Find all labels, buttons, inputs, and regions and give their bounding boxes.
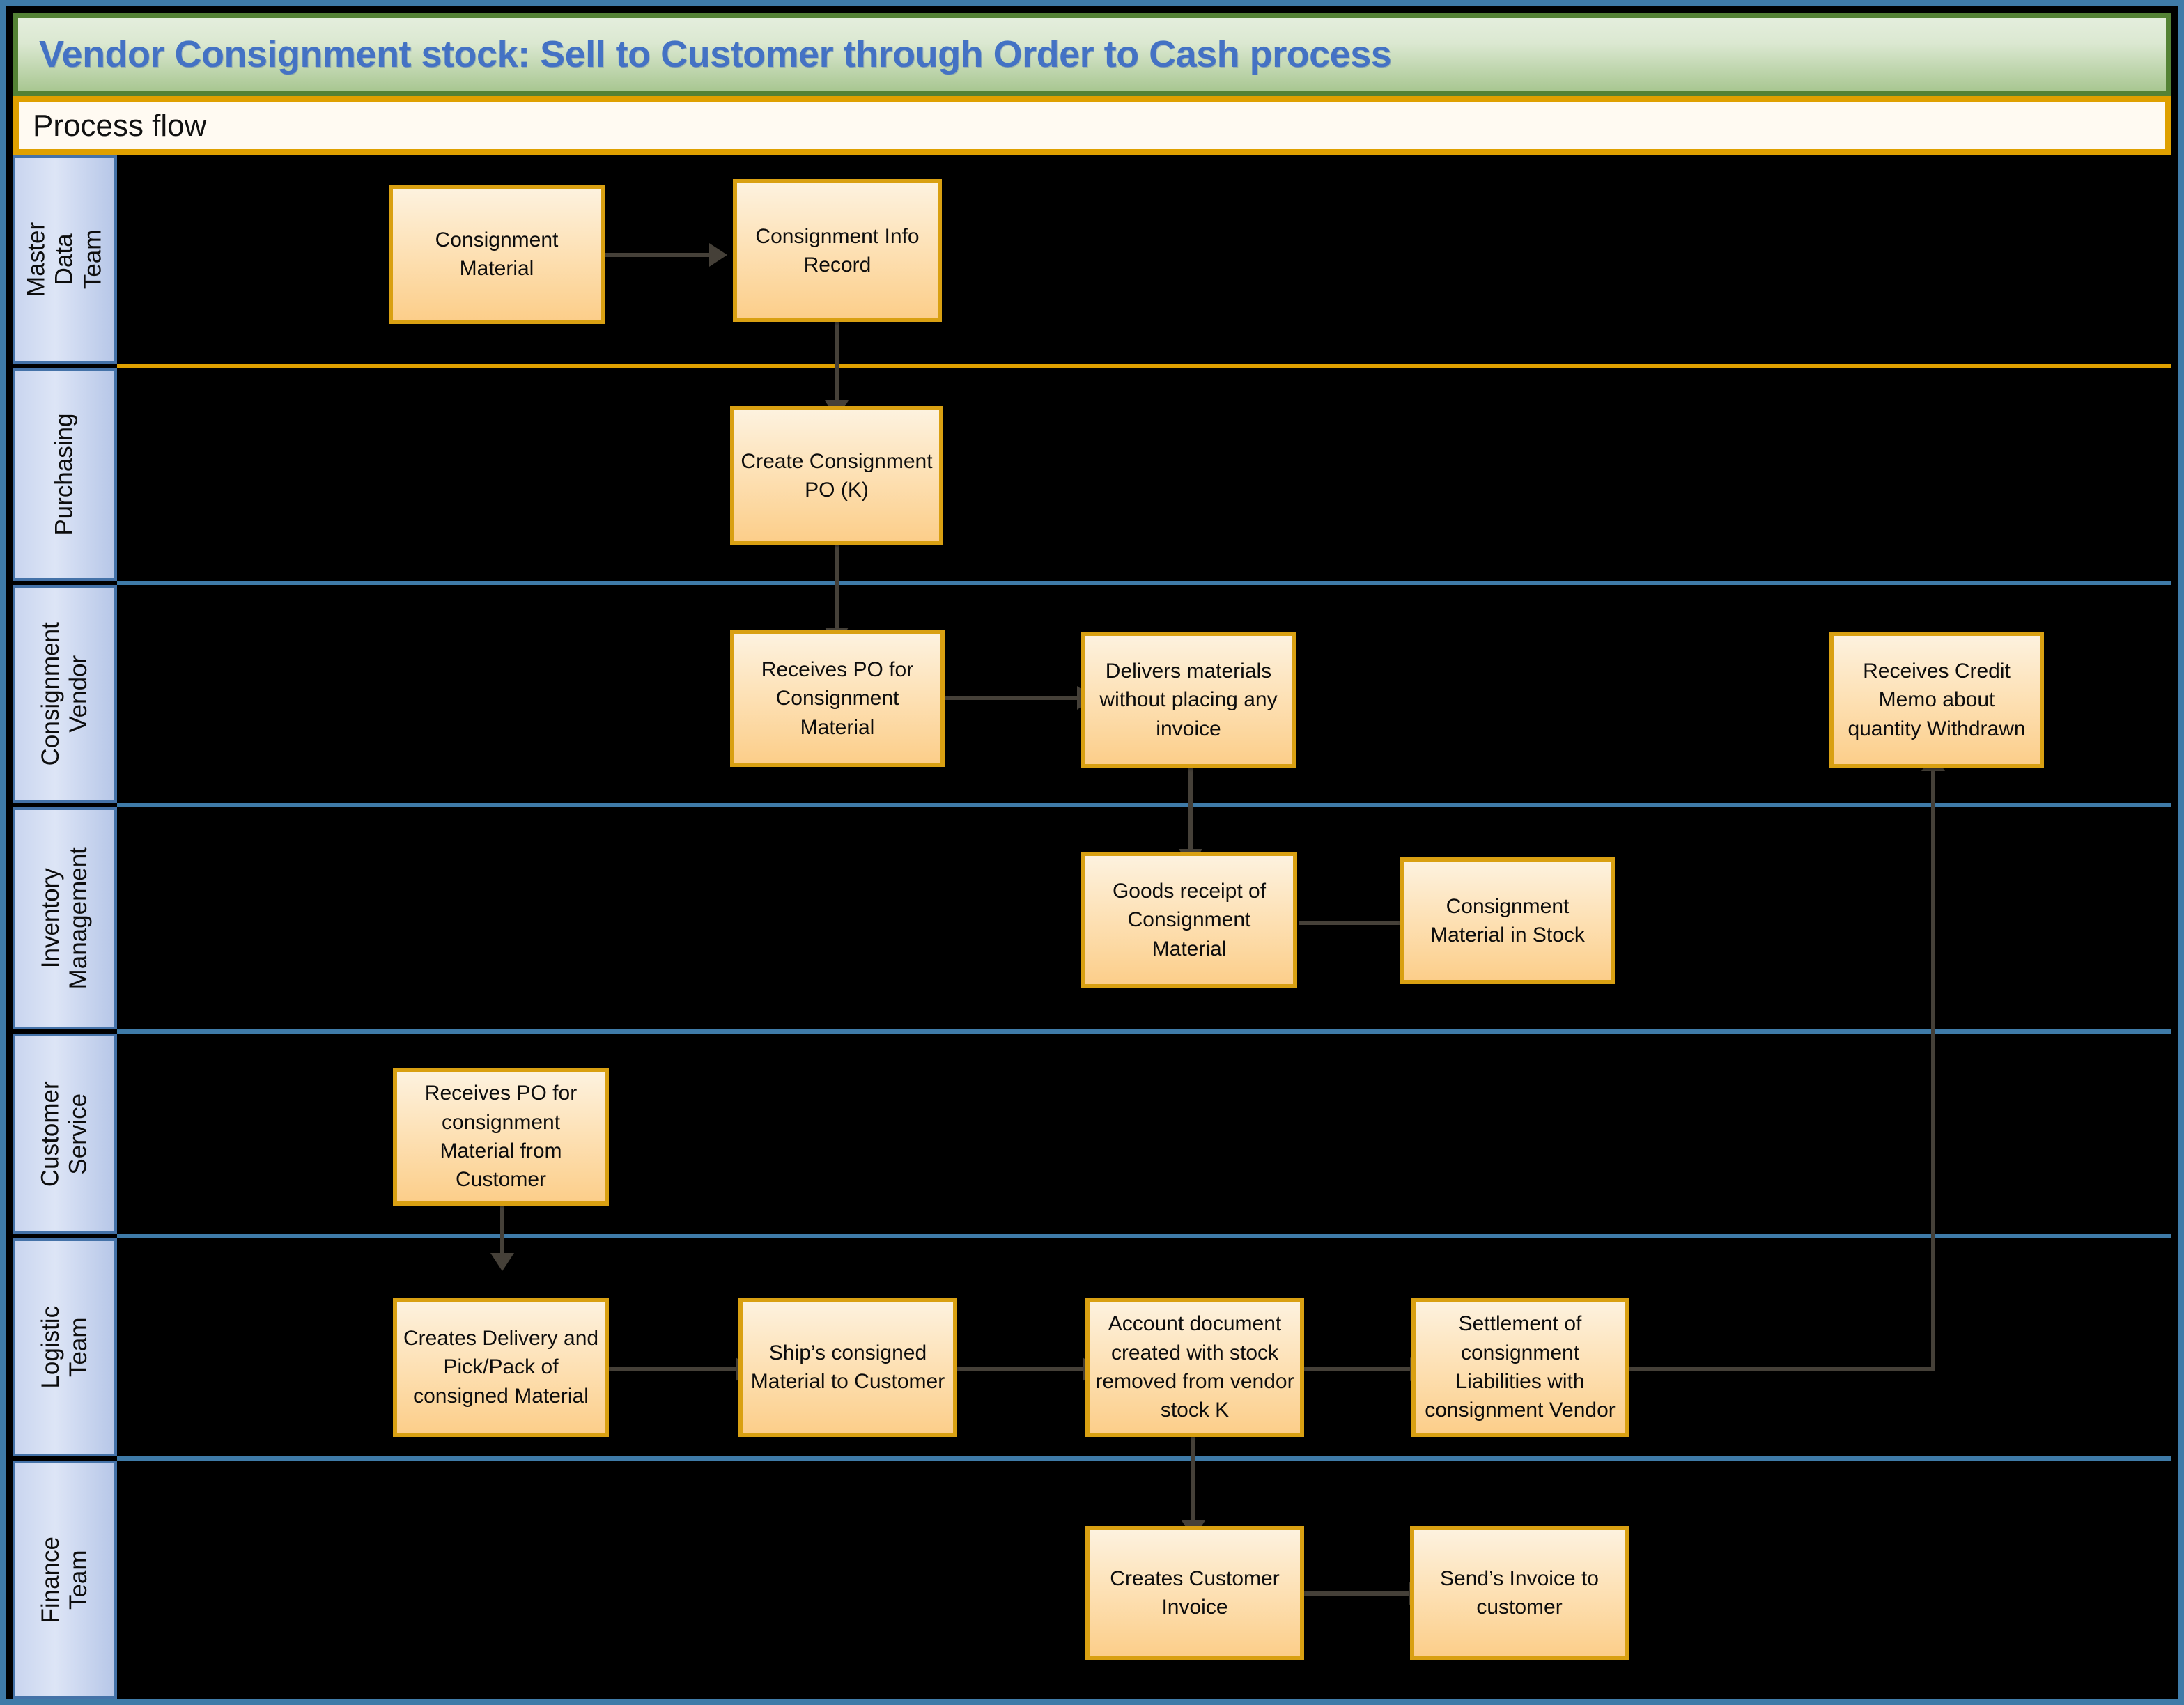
connector-accountdoc-to-settlement	[1304, 1367, 1413, 1371]
connector-delivery-to-ship	[609, 1367, 738, 1371]
lane-header-consignment-vendor: Consignment Vendor	[13, 585, 117, 803]
lane-label-logistic-team: Logistic Team	[36, 1306, 92, 1389]
connector-settlement-to-creditmemo-horizontal	[1629, 1367, 1935, 1371]
process-box-creates-customer-invoice[interactable]: Creates Customer Invoice	[1085, 1526, 1304, 1660]
lane-label-consignment-vendor: Consignment Vendor	[36, 622, 93, 766]
lane-separator-3	[117, 803, 2171, 807]
process-box-consignment-info-record[interactable]: Consignment Info Record	[733, 179, 942, 322]
process-box-label: Settlement of consignment Liabilities wi…	[1425, 1312, 1616, 1422]
process-box-label: Ship’s consigned Material to Customer	[750, 1341, 945, 1393]
connector-material-to-inforecord	[602, 253, 712, 257]
process-box-receives-po-from-customer[interactable]: Receives PO for consignment Material fro…	[393, 1068, 609, 1206]
process-box-account-document-created[interactable]: Account document created with stock remo…	[1085, 1298, 1304, 1437]
process-box-material-in-stock[interactable]: Consignment Material in Stock	[1400, 857, 1615, 984]
process-box-label: Consignment Material	[435, 228, 559, 280]
lane-label-inventory-management: Inventory Management	[36, 847, 93, 990]
lane-label-master-data-team: Master Data Team	[22, 222, 107, 297]
connector-customerpo-to-delivery	[500, 1174, 504, 1259]
process-box-ships-consigned-material[interactable]: Ship’s consigned Material to Customer	[738, 1298, 957, 1437]
lane-separator-6	[117, 1456, 2171, 1461]
lane-label-purchasing: Purchasing	[50, 413, 78, 536]
connector-accountdoc-to-invoice	[1191, 1437, 1195, 1526]
process-box-label: Creates Delivery and Pick/Pack of consig…	[403, 1326, 599, 1408]
process-box-settlement-liabilities[interactable]: Settlement of consignment Liabilities wi…	[1411, 1298, 1629, 1437]
process-box-label: Receives PO for Consignment Material	[761, 657, 914, 739]
connector-ship-to-accountdoc	[957, 1367, 1085, 1371]
lane-header-customer-service: Customer Service	[13, 1034, 117, 1234]
process-box-consignment-material[interactable]: Consignment Material	[389, 185, 605, 324]
connector-goodsreceipt-to-instock	[1299, 921, 1404, 925]
connector-settlement-to-creditmemo-vertical	[1931, 768, 1935, 1369]
process-box-label: Consignment Material in Stock	[1430, 894, 1585, 947]
process-box-goods-receipt[interactable]: Goods receipt of Consignment Material	[1081, 852, 1297, 988]
section-header-rule	[13, 149, 2171, 155]
lane-header-inventory-management: Inventory Management	[13, 807, 117, 1029]
swimlane-customer-service: Customer Service	[13, 1034, 2171, 1234]
lane-label-customer-service: Customer Service	[36, 1081, 92, 1187]
process-box-label: Create Consignment PO (K)	[741, 449, 933, 501]
arrowhead-customerpo-to-delivery	[490, 1253, 514, 1271]
process-box-label: Goods receipt of Consignment Material	[1112, 879, 1267, 960]
lane-separator-2	[117, 581, 2171, 585]
connector-receivespo-to-delivers	[945, 696, 1080, 700]
process-box-sends-invoice-to-customer[interactable]: Send’s Invoice to customer	[1410, 1526, 1629, 1660]
lane-header-purchasing: Purchasing	[13, 368, 117, 581]
process-box-label: Receives Credit Memo about quantity With…	[1848, 659, 2026, 740]
page-title: Vendor Consignment stock: Sell to Custom…	[39, 33, 1392, 75]
connector-createpo-to-receivespo	[835, 544, 839, 633]
swimlane-master-data-team: Master Data Team	[13, 155, 2171, 364]
swimlane-purchasing: Purchasing	[13, 368, 2171, 581]
lane-separator-1	[117, 364, 2171, 368]
lane-header-finance-team: Finance Team	[13, 1461, 117, 1699]
process-box-label: Send’s Invoice to customer	[1440, 1566, 1599, 1619]
lane-separator-4	[117, 1029, 2171, 1034]
process-box-creates-delivery-pickpack[interactable]: Creates Delivery and Pick/Pack of consig…	[393, 1298, 609, 1437]
process-box-label: Delivers materials without placing any i…	[1099, 659, 1278, 740]
lane-header-logistic-team: Logistic Team	[13, 1238, 117, 1456]
lane-body-purchasing	[117, 368, 2171, 581]
lane-header-master-data-team: Master Data Team	[13, 155, 117, 364]
connector-invoice-to-send	[1304, 1591, 1411, 1596]
title-banner: Vendor Consignment stock: Sell to Custom…	[13, 13, 2171, 96]
process-box-receives-credit-memo[interactable]: Receives Credit Memo about quantity With…	[1829, 632, 2044, 768]
process-box-label: Creates Customer Invoice	[1110, 1566, 1280, 1619]
connector-delivers-to-goodsreceipt	[1188, 765, 1193, 855]
swimlane-container: Master Data Team Purchasing Consignment …	[13, 155, 2171, 1699]
process-box-receives-po-consignment[interactable]: Receives PO for Consignment Material	[730, 630, 945, 767]
arrowhead-material-to-inforecord	[709, 243, 727, 267]
process-box-label: Receives PO for consignment Material fro…	[424, 1082, 578, 1192]
process-box-label: Account document created with stock remo…	[1095, 1312, 1294, 1422]
process-box-label: Consignment Info Record	[755, 224, 920, 277]
lane-separator-5	[117, 1234, 2171, 1238]
section-header-label: Process flow	[33, 108, 207, 143]
process-box-create-consignment-po[interactable]: Create Consignment PO (K)	[730, 406, 943, 545]
connector-inforecord-to-createpo	[835, 317, 839, 406]
process-box-delivers-materials[interactable]: Delivers materials without placing any i…	[1081, 632, 1296, 768]
lane-label-finance-team: Finance Team	[36, 1536, 92, 1624]
section-header-process-flow: Process flow	[13, 96, 2171, 149]
